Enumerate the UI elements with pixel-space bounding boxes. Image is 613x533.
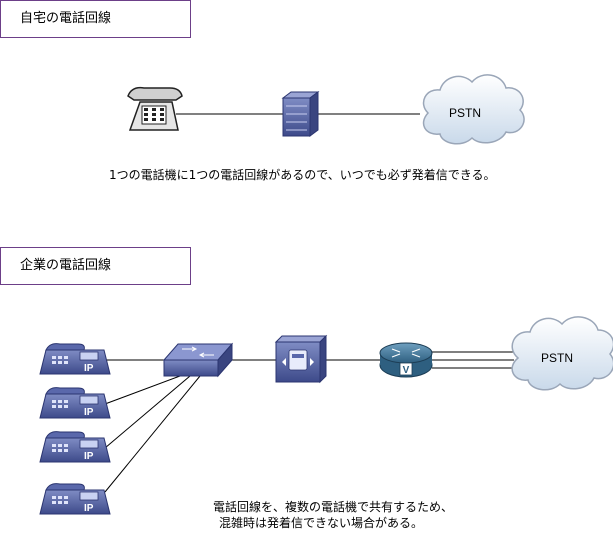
corporate-caption-line2: 混雑時は発着信できない場合がある。 xyxy=(219,516,424,530)
ip-label: IP xyxy=(84,451,94,462)
exchange-box-icon xyxy=(281,91,320,137)
analog-phone-icon xyxy=(127,86,183,131)
corporate-caption-line1: 電話回線を、複数の電話機で共有するため、 xyxy=(213,500,454,514)
ip-phone-icon: IP xyxy=(39,483,111,515)
home-pstn-cloud-icon: PSTN xyxy=(422,74,525,145)
ip-phone-icon: IP xyxy=(39,387,111,419)
ip-label: IP xyxy=(84,503,94,514)
ip-label: IP xyxy=(84,407,94,418)
corp-line-phone3 xyxy=(104,375,191,449)
corp-pstn-label: PSTN xyxy=(541,351,573,365)
ip-label: IP xyxy=(84,363,94,374)
ip-phone-icon: IP xyxy=(39,431,111,463)
gateway-v-label: V xyxy=(403,365,410,376)
call-manager-icon xyxy=(274,334,328,384)
home-pstn-label: PSTN xyxy=(449,106,481,120)
home-section-title: 自宅の電話回線 xyxy=(0,0,191,38)
home-caption: 1つの電話機に1つの電話回線があるので、いつでも必ず発着信できる。 xyxy=(109,168,496,182)
corp-line-phone4 xyxy=(104,375,201,493)
corp-line-phone2 xyxy=(104,375,181,405)
corp-pstn-cloud-icon: PSTN xyxy=(511,316,613,391)
lan-switch-icon xyxy=(162,342,234,378)
corporate-caption: 電話回線を、複数の電話機で共有するため、 混雑時は発着信できない場合がある。 xyxy=(213,499,453,531)
corporate-section-title: 企業の電話回線 xyxy=(0,247,191,285)
voice-gateway-router-icon: V xyxy=(379,342,433,378)
ip-phone-icon: IP xyxy=(39,343,111,375)
